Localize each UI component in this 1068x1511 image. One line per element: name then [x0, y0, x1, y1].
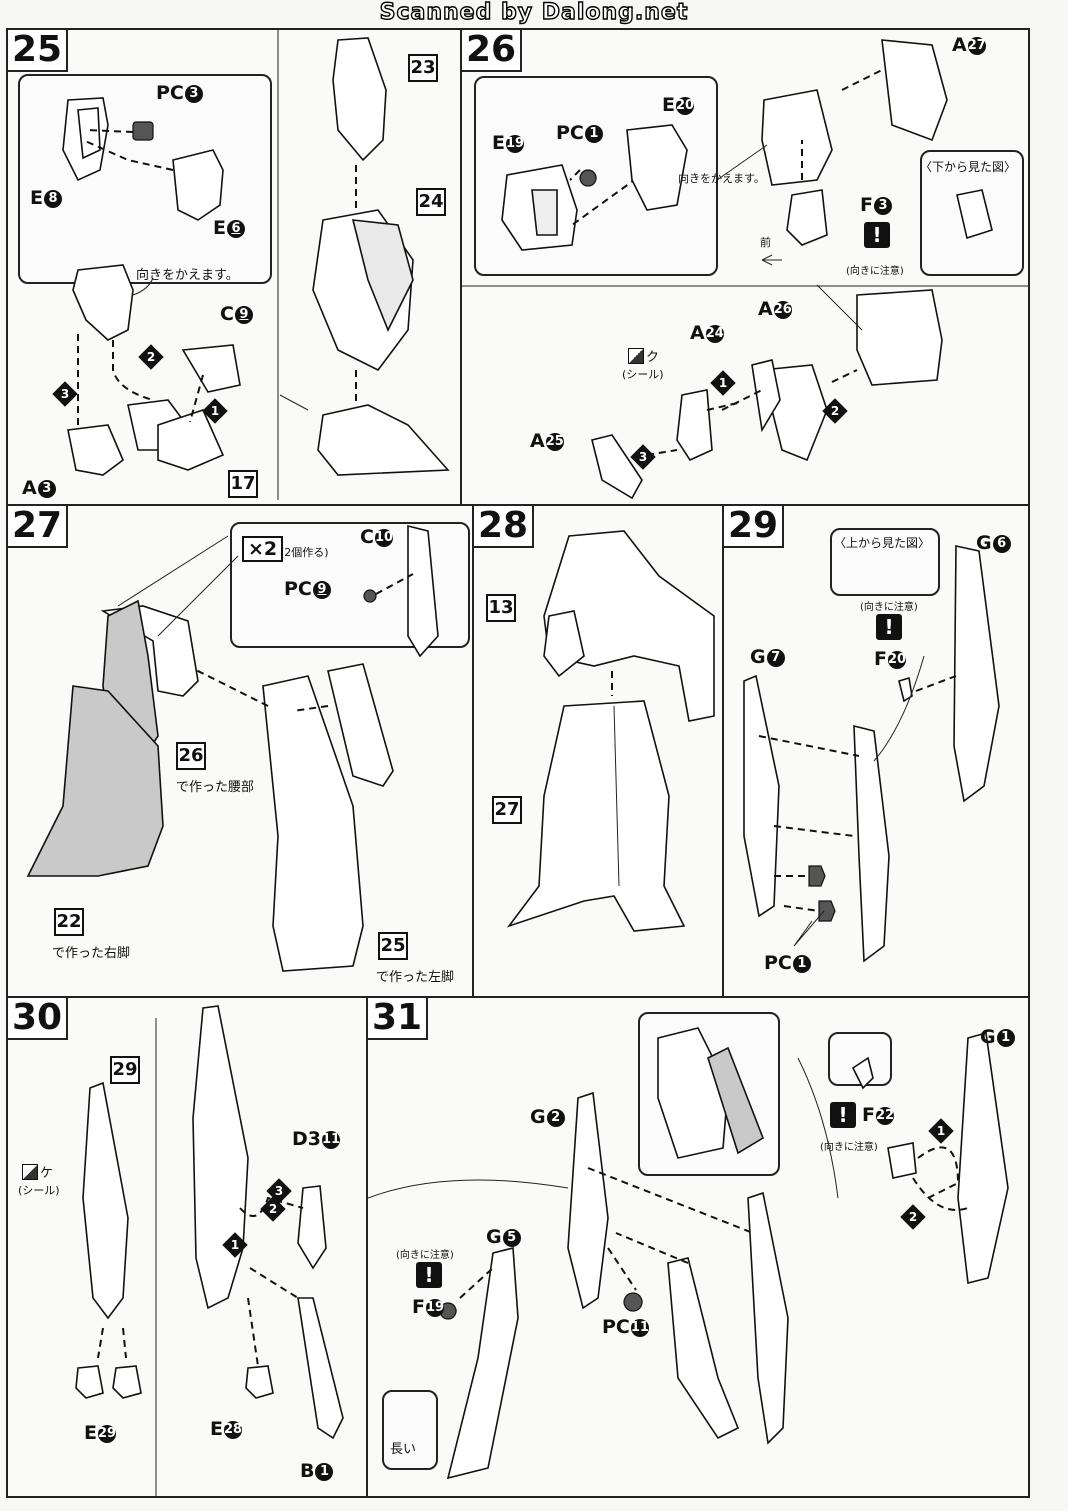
step-number: 26	[462, 30, 523, 72]
warning-icon: !	[830, 1102, 856, 1128]
ref-step-17: 17	[228, 470, 258, 498]
step-27-diagram	[26, 524, 439, 972]
sticker-icon	[628, 348, 644, 364]
step-28-diagram	[506, 530, 715, 932]
step-number: 27	[8, 506, 69, 548]
part-label-c10: C10	[360, 526, 394, 548]
sticker-note: (シール)	[18, 1184, 60, 1197]
right-leg-note: で作った右脚	[52, 946, 131, 961]
part-label-e29: E29	[84, 1422, 117, 1444]
order-marker-1: 1	[928, 1118, 954, 1144]
part-label-e19: E19	[492, 132, 525, 154]
step-30-panel: 30 29 ケ (シール) D311 3	[6, 996, 368, 1498]
ref-step-25: 25	[378, 932, 408, 960]
sticker-note: (シール)	[622, 368, 664, 381]
step-number: 28	[474, 506, 535, 548]
step-31-diagram	[368, 1027, 1009, 1480]
step-28-panel: 28 13 27	[472, 504, 724, 998]
order-marker-1-step30: 1	[222, 1232, 248, 1258]
ref-step-13: 13	[486, 594, 516, 622]
sticker-icon	[22, 1164, 38, 1180]
part-label-a26: A26	[758, 298, 792, 320]
warning-icon: !	[864, 222, 890, 248]
part-label-pc11: PC11	[602, 1316, 649, 1338]
subassembly-inset	[18, 74, 272, 284]
length-detail-inset	[382, 1390, 438, 1470]
warning-icon: !	[416, 1262, 442, 1288]
part-label-f19: F19	[412, 1296, 445, 1318]
part-label-a24: A24	[690, 322, 724, 344]
long-note: 長い	[390, 1442, 417, 1457]
view-from-above-inset	[830, 528, 940, 596]
sticker-code: ケ	[40, 1166, 54, 1181]
ref-step-24: 24	[416, 188, 446, 216]
scan-credit-header: Scanned by Dalong.net	[0, 0, 1068, 28]
part-label-f22: F22	[862, 1104, 895, 1126]
step-number: 25	[8, 30, 69, 72]
part-label-e20: E20	[662, 94, 695, 116]
part-label-a27: A27	[952, 34, 986, 56]
step-29-diagram	[743, 545, 1000, 963]
step-number: 29	[724, 506, 785, 548]
ref-step-22: 22	[54, 908, 84, 936]
ref-step-23: 23	[408, 54, 438, 82]
part-label-d3: D311	[292, 1128, 341, 1150]
order-marker-2-step30: 2	[260, 1196, 286, 1222]
caution-note: (向きに注意)	[860, 602, 918, 613]
order-marker-1: 1	[710, 370, 736, 396]
ref-step-26: 26	[176, 742, 206, 770]
order-marker-2: 2	[822, 398, 848, 424]
order-marker-2: 2	[900, 1204, 926, 1230]
warning-icon: !	[876, 614, 902, 640]
make-two-note: (2個作る)	[280, 546, 329, 559]
left-leg-note: で作った左脚	[376, 970, 455, 985]
part-label-a25: A25	[530, 430, 564, 452]
caution-note: (向きに注意)	[846, 266, 904, 277]
scan-credit-text: Scanned by Dalong.net	[379, 0, 689, 26]
front-label: 前	[760, 236, 771, 249]
order-marker-3: 3	[52, 381, 78, 407]
sticker-code: ク	[646, 350, 660, 365]
turn-note: 向きをかえます。	[136, 268, 239, 283]
part-label-e28: E28	[210, 1418, 243, 1440]
step-30-diagram	[75, 1005, 344, 1496]
order-marker-1: 1	[202, 398, 228, 424]
order-marker-3: 3	[630, 444, 656, 470]
ref-step-29: 29	[110, 1056, 140, 1084]
step-number: 31	[368, 998, 429, 1040]
view-from-below-label: 〈下から見た図〉	[920, 160, 1017, 174]
step-26-diagram	[462, 39, 1028, 500]
order-marker-2: 2	[138, 344, 164, 370]
step-25-diagram	[62, 30, 450, 500]
waist-note: で作った腰部	[176, 780, 255, 795]
turn-note: 向きをかえます。	[678, 172, 765, 185]
view-from-above-label: 〈上から見た図〉	[834, 536, 931, 550]
caution-note-2: (向きに注意)	[396, 1250, 454, 1261]
step-number: 30	[8, 998, 69, 1040]
make-two-badge: ×2	[242, 536, 284, 562]
ref-step-27: 27	[492, 796, 522, 824]
part-label-f20: F20	[874, 648, 907, 670]
caution-note: (向きに注意)	[820, 1142, 878, 1153]
